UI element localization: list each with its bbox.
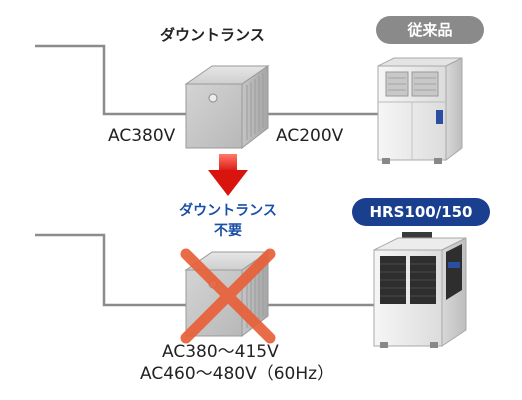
legacy-chiller-image — [377, 57, 463, 164]
top-transformer-icon — [184, 65, 270, 150]
new-product-badge: HRS100/150 — [352, 198, 490, 226]
transformer-not-needed-line2: 不要 — [214, 223, 242, 239]
down-arrow-icon — [208, 154, 248, 196]
bottom-voltage-line2: AC460〜480V（60Hz） — [140, 364, 335, 384]
legacy-product-badge: 従来品 — [376, 16, 484, 44]
top-transformer-label: ダウントランス — [160, 26, 265, 44]
bottom-wiring — [35, 233, 378, 307]
top-output-voltage: AC200V — [276, 126, 344, 146]
top-input-voltage: AC380V — [108, 126, 176, 146]
cross-mark-icon — [180, 248, 276, 344]
bottom-voltage-line1: AC380〜415V — [162, 342, 279, 362]
top-wiring — [35, 44, 378, 116]
transformer-not-needed-line1: ダウントランス — [179, 203, 277, 219]
new-chiller-image — [373, 232, 467, 348]
bottom-input-wire — [35, 233, 188, 307]
top-input-wire — [35, 44, 188, 116]
